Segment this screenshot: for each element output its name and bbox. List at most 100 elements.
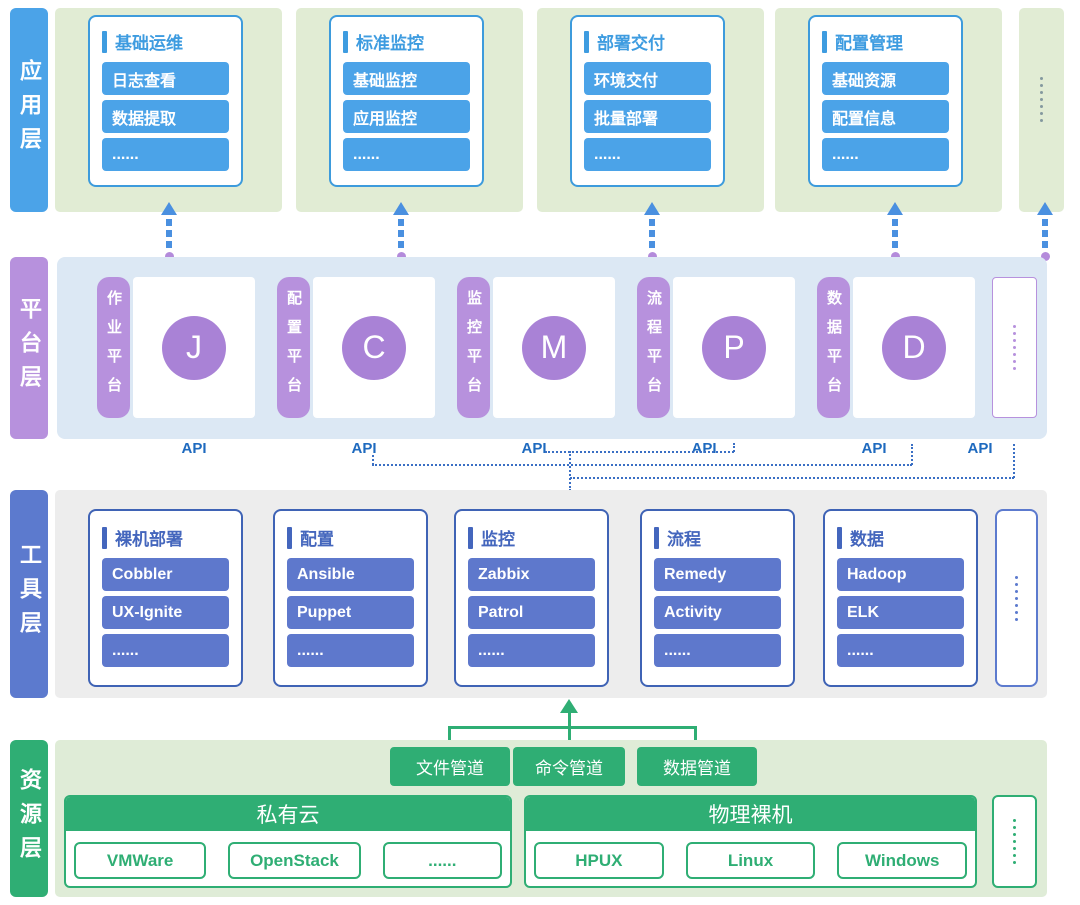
tools-panel: 裸机部署 Cobbler UX-Ignite ...... 配置 Ansible…	[55, 490, 1047, 698]
connector-dot-icon	[164, 252, 174, 261]
app-item-more: ......	[822, 138, 949, 171]
pipe-connector-line	[448, 726, 697, 729]
app-card: 配置管理 基础资源 配置信息 ......	[808, 15, 963, 187]
tool-item-more: ......	[468, 634, 595, 667]
api-label: API	[521, 440, 547, 457]
resource-group-body: VMWare OpenStack ......	[66, 831, 510, 879]
title-bar-icon	[102, 526, 107, 549]
pipe-connector-line	[448, 726, 451, 748]
connector-dot-icon	[647, 252, 657, 261]
arrowhead-up-icon	[161, 202, 177, 215]
resource-item: Windows	[837, 842, 968, 879]
platform-tab-text: 配置平台	[285, 289, 302, 406]
api-connector-line	[911, 444, 913, 465]
tools-card: 裸机部署 Cobbler UX-Ignite ......	[88, 509, 243, 687]
resource-group-title: 私有云	[66, 797, 510, 831]
app-card: 基础运维 日志查看 数据提取 ......	[88, 15, 243, 187]
app-item-more: ......	[584, 138, 711, 171]
app-card-title-row: 部署交付	[584, 29, 711, 54]
platform-card: J	[133, 277, 255, 418]
arrowhead-up-icon	[644, 202, 660, 215]
resource-item-more: ......	[382, 842, 502, 879]
app-item: 数据提取	[102, 100, 229, 133]
platform-card: P	[673, 277, 795, 418]
app-card: 标准监控 基础监控 应用监控 ......	[329, 15, 484, 187]
tool-item: Ansible	[287, 558, 414, 591]
api-connector-line	[545, 451, 734, 453]
tools-card-more	[995, 509, 1038, 687]
tools-card-title: 数据	[850, 530, 884, 549]
title-bar-icon	[468, 526, 473, 549]
connector-dot-icon	[1040, 252, 1050, 261]
platform-tab-text: 监控平台	[465, 289, 482, 406]
dashed-up-arrow	[160, 202, 178, 261]
tools-layer-label-text: 工具层	[17, 543, 42, 645]
resource-group-title: 物理裸机	[526, 797, 975, 831]
resource-panel: 私有云 VMWare OpenStack ...... 物理裸机 HPUX Li…	[55, 740, 1047, 897]
pipe-button: 数据管道	[637, 747, 757, 786]
tool-item-more: ......	[654, 634, 781, 667]
platform-card: M	[493, 277, 615, 418]
app-card-title-row: 基础运维	[102, 29, 229, 54]
title-bar-icon	[343, 30, 348, 53]
platform-letter-badge: C	[342, 315, 406, 380]
tool-item: Hadoop	[837, 558, 964, 591]
tool-item-more: ......	[287, 634, 414, 667]
pipe-connector-line	[568, 712, 571, 748]
platform-card: C	[313, 277, 435, 418]
app-item-more: ......	[343, 138, 470, 171]
pipe-button: 文件管道	[390, 747, 510, 786]
vertical-ellipsis-icon	[1015, 575, 1018, 621]
title-bar-icon	[584, 30, 589, 53]
api-connector-line	[570, 477, 1014, 479]
tools-card-title: 流程	[667, 530, 701, 549]
app-item: 基础监控	[343, 62, 470, 95]
api-connector-line	[733, 443, 735, 452]
platform-letter-badge: M	[522, 315, 586, 380]
tools-layer-label: 工具层	[10, 490, 48, 698]
tools-card-title: 配置	[300, 530, 334, 549]
tools-card-title: 监控	[481, 530, 515, 549]
app-item: 配置信息	[822, 100, 949, 133]
resource-group-private-cloud: 私有云 VMWare OpenStack ......	[64, 795, 512, 888]
tool-item: Zabbix	[468, 558, 595, 591]
vertical-ellipsis-icon	[1013, 325, 1016, 370]
platform-tab: 数据平台	[817, 277, 850, 418]
resource-item: VMWare	[74, 842, 207, 879]
tools-card: 数据 Hadoop ELK ......	[823, 509, 978, 687]
app-item: 基础资源	[822, 62, 949, 95]
title-bar-icon	[837, 526, 842, 549]
tool-item: Remedy	[654, 558, 781, 591]
app-panel: 基础运维 日志查看 数据提取 ......	[55, 8, 282, 212]
tool-item: Puppet	[287, 596, 414, 629]
app-card-title: 配置管理	[835, 34, 903, 53]
platform-tab-text: 作业平台	[105, 289, 122, 406]
vertical-ellipsis-icon	[1040, 76, 1043, 122]
api-label: API	[691, 440, 717, 457]
api-connector-line	[372, 464, 912, 466]
app-item: 批量部署	[584, 100, 711, 133]
app-layer-label-text: 应用层	[17, 59, 42, 161]
title-bar-icon	[287, 526, 292, 549]
platform-card-more	[992, 277, 1037, 418]
app-card-title: 基础运维	[115, 34, 183, 53]
pipe-connector-line	[694, 726, 697, 748]
title-bar-icon	[102, 30, 107, 53]
app-panel: 配置管理 基础资源 配置信息 ......	[775, 8, 1002, 212]
pipe-button: 命令管道	[513, 747, 625, 786]
platform-letter-badge: P	[702, 315, 766, 380]
tools-card-title: 裸机部署	[115, 530, 183, 549]
api-label: API	[967, 440, 993, 457]
tools-card: 流程 Remedy Activity ......	[640, 509, 795, 687]
app-panel: 部署交付 环境交付 批量部署 ......	[537, 8, 764, 212]
resource-item: Linux	[685, 842, 816, 879]
resource-layer-label: 资源层	[10, 740, 48, 897]
green-arrowhead-up-icon	[560, 699, 578, 713]
tool-item: ELK	[837, 596, 964, 629]
tools-card: 监控 Zabbix Patrol ......	[454, 509, 609, 687]
platform-card: D	[853, 277, 975, 418]
api-connector-line	[569, 451, 571, 491]
api-connector-line	[1013, 444, 1015, 478]
resource-layer-label-text: 资源层	[17, 767, 42, 870]
